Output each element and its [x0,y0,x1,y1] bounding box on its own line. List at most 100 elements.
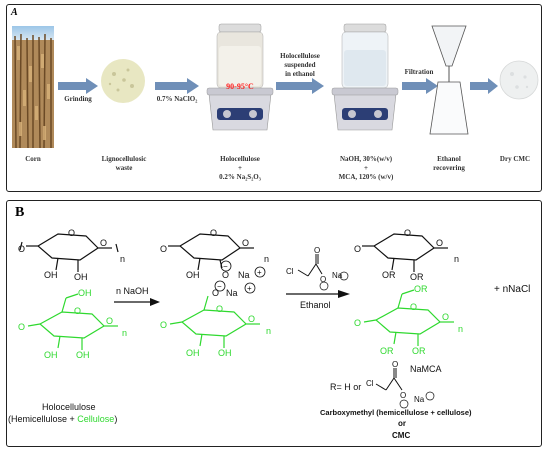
svg-text:n: n [264,254,269,264]
corn-field-image [12,26,54,149]
svg-text:n: n [266,326,271,336]
svg-text:Cl: Cl [286,267,294,276]
holo-comp-suffix: ) [114,414,118,424]
svg-text:O: O [436,238,443,248]
alkoxide-cellulose-structure: O O O OH OH n O Na − + [160,280,271,358]
svg-text:OH: OH [44,350,58,360]
svg-text:O: O [18,244,25,254]
svg-text:O: O [442,312,449,322]
svg-text:−: − [217,282,222,291]
svg-text:+: + [247,284,252,293]
arrow-label-filtration: Filtration [404,68,434,76]
svg-text:Na: Na [226,288,238,298]
r-definition-label: R= H or [330,382,362,392]
svg-text:O: O [400,391,406,400]
holocellulose-composition-label: (Hemicellulose + Cellulose) [8,414,117,424]
filtration-apparatus-image [429,25,469,135]
svg-text:Na: Na [238,270,250,280]
process-arrow-5 [470,78,498,94]
arrow-label-grinding: Grinding [64,95,92,103]
svg-text:O: O [18,322,25,332]
process-arrow-3 [276,78,324,94]
svg-text:OR: OR [380,346,394,356]
caption-corn: Corn [25,155,41,163]
caption-holocellulose: Holocellulose + 0.2% Na₂S₂O₃ [219,155,261,181]
caption-waste: Lignocellulosic waste [101,155,147,172]
svg-text:O: O [160,244,167,254]
hemicellulose-structure: O O O OH OH n [18,228,125,282]
svg-text:n: n [122,328,127,338]
svg-text:OR: OR [410,272,424,282]
svg-text:O: O [210,228,217,238]
svg-text:O: O [410,302,417,312]
caption-naoh-mca: NaOH, 30%(w/v) + MCA, 120% (w/v) [338,155,394,181]
process-arrow-1 [58,78,98,94]
reaction-arrow-ethanol [286,290,350,298]
svg-text:n: n [120,254,125,264]
svg-text:O: O [354,244,361,254]
svg-text:n: n [458,324,463,334]
dry-cmc-image [499,60,539,100]
carboxymethyl-group-structure: Cl O O Na [366,360,435,409]
product-hemicellulose-structure: O O O OR OR n [354,228,459,282]
holocellulose-label: Holocellulose [42,402,96,412]
caption-ethanol-recovering: Ethanol recovering [433,155,465,172]
svg-text:OH: OH [44,270,58,280]
svg-text:O: O [248,314,255,324]
product-or-label: or [398,419,406,428]
svg-text:O: O [404,228,411,238]
svg-text:OH: OH [186,348,200,358]
process-arrow-4 [402,78,438,94]
svg-text:O: O [106,316,113,326]
svg-text:O: O [68,228,75,238]
svg-text:O: O [320,275,326,284]
svg-text:Na: Na [414,395,425,404]
lignocellulosic-waste-image [101,59,145,103]
svg-text:O: O [212,288,219,298]
hotplate-with-beaker-1 [206,23,274,131]
product-cellulose-structure: OR O O O OR OR n [354,284,463,356]
svg-text:n: n [454,254,459,264]
holo-comp-cellulose: Cellulose [77,414,115,424]
product-cmc-label: CMC [392,431,411,440]
svg-text:O: O [354,318,361,328]
svg-text:O: O [222,270,229,280]
svg-text:OH: OH [74,272,88,282]
temperature-readout: 90-95°C [226,82,254,91]
svg-text:O: O [242,238,249,248]
svg-text:O: O [314,246,320,255]
panel-b: B [6,200,542,447]
namca-label: NaMCA [410,364,442,374]
reaction-arrow-naoh [114,298,160,306]
svg-text:O: O [74,306,81,316]
cellulose-structure: OH O O O OH OH n [18,288,127,360]
svg-text:OR: OR [382,270,396,280]
svg-text:+: + [257,268,262,277]
panel-b-label: B [15,205,25,220]
svg-text:OR: OR [414,284,428,294]
mca-sodium-reagent-structure: Cl O O Na [286,246,349,291]
svg-text:Cl: Cl [366,379,374,388]
reagent-ethanol-label: Ethanol [300,300,331,310]
holo-comp-prefix: (Hemicellulose + [8,414,78,424]
alkoxide-hemicellulose-structure: O O O OH O Na n − + [160,228,269,280]
svg-text:O: O [160,320,167,330]
svg-text:O: O [100,238,107,248]
hotplate-with-beaker-2 [331,23,399,131]
svg-text:O: O [216,304,223,314]
panel-a-label: A [11,7,18,18]
reagent-naoh-label: n NaOH [116,286,149,296]
product-carboxymethyl-label: Carboxymethyl (hemicellulose + cellulose… [320,408,472,417]
svg-text:Na: Na [332,271,343,280]
byproduct-nacl-label: + nNaCl [494,284,531,295]
caption-dry-cmc: Dry CMC [499,155,531,163]
arrow-label-suspended: Holocellulose suspended in ethanol [280,52,320,78]
process-arrow-2 [155,78,199,94]
svg-text:OH: OH [76,350,90,360]
svg-text:OH: OH [78,288,92,298]
svg-text:OR: OR [412,346,426,356]
arrow-label-naclo2: 0.7% NaClO₂ [156,95,198,103]
svg-text:O: O [392,360,398,369]
svg-text:OH: OH [218,348,232,358]
svg-text:OH: OH [186,270,200,280]
